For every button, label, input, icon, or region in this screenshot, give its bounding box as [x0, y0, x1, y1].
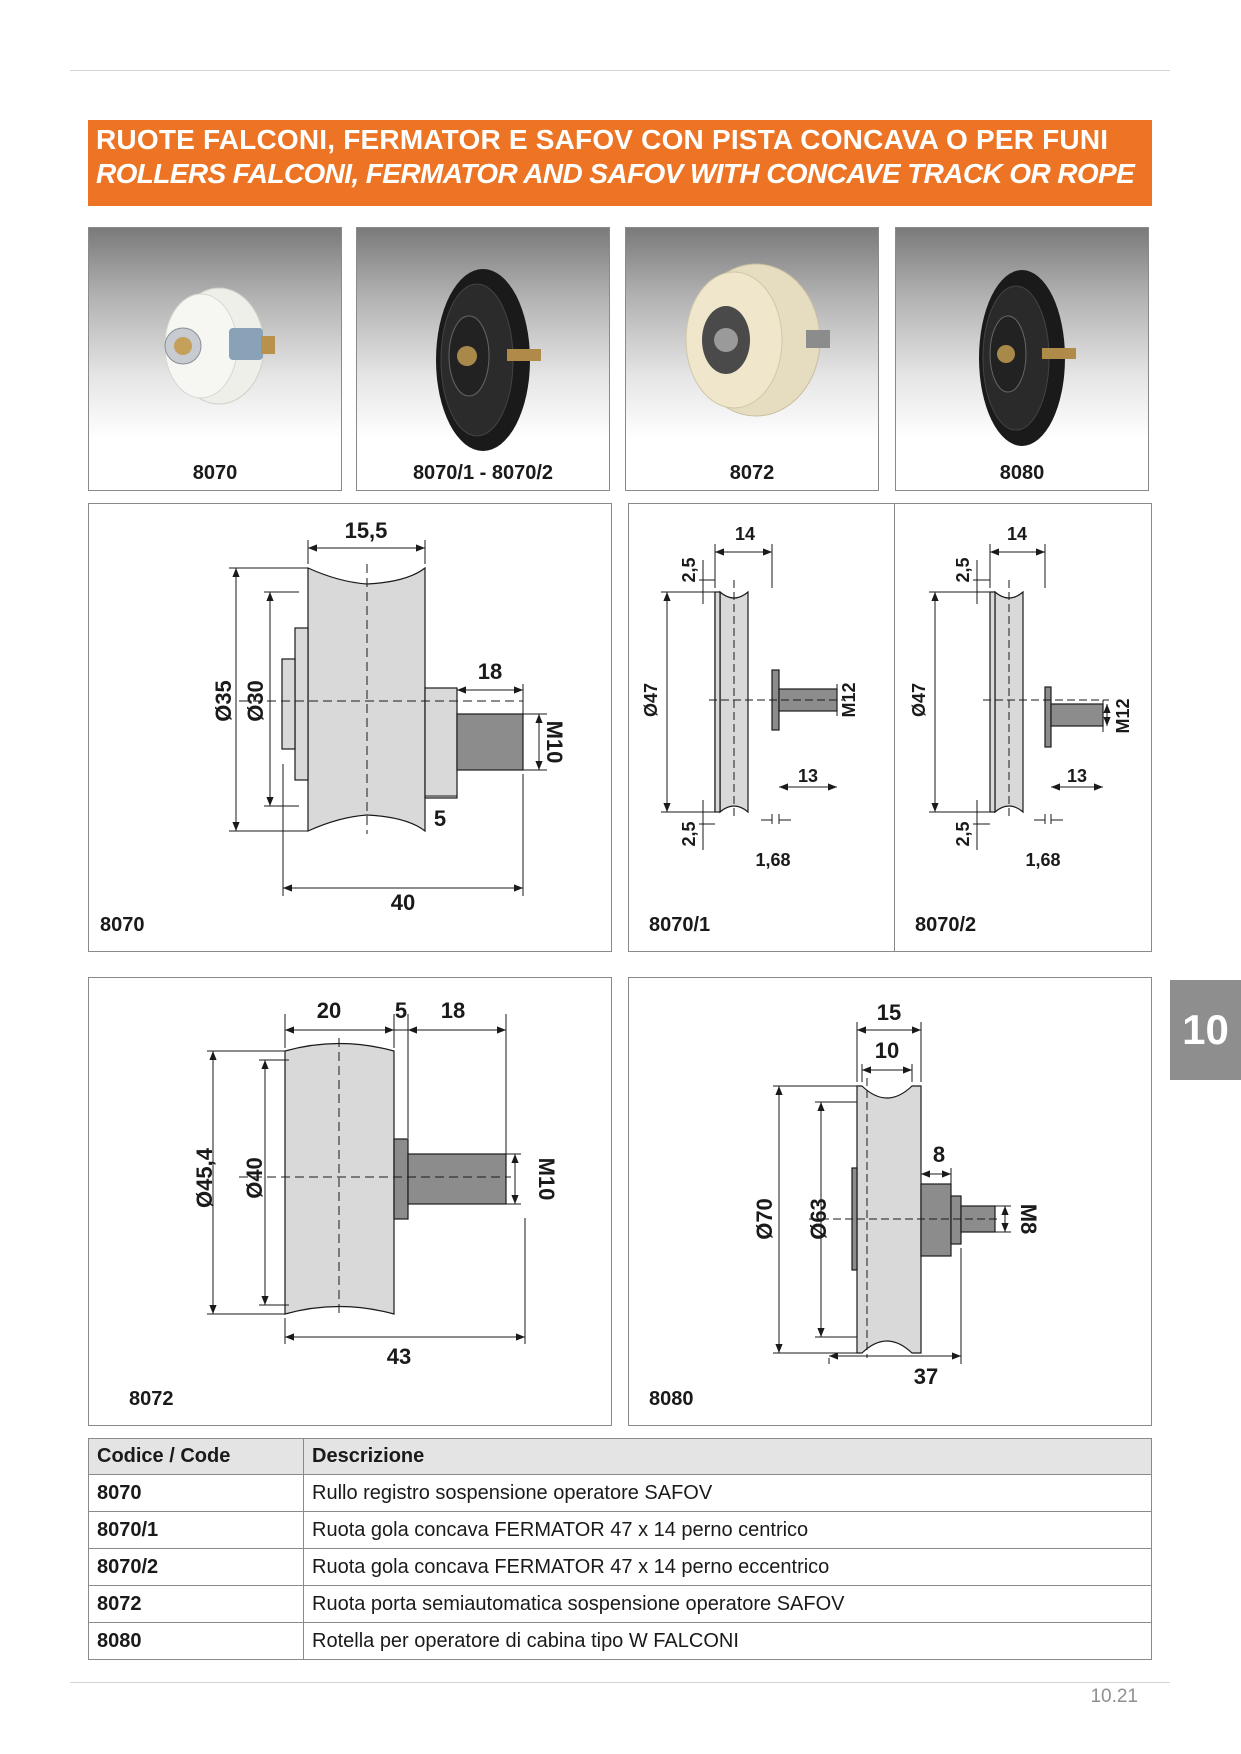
dim-lip-bottom: 2,5	[679, 821, 699, 846]
table-row: 8070/2 Ruota gola concava FERMATOR 47 x …	[88, 1548, 1152, 1586]
dim-width-outer: 15	[877, 1000, 901, 1025]
drawing-label: 8070/1	[649, 914, 711, 936]
header-desc: Descrizione	[303, 1438, 1152, 1475]
cell-desc: Rotella per operatore di cabina tipo W F…	[303, 1622, 1152, 1660]
dim-flange: 5	[395, 998, 407, 1023]
drawing-panel-8080: 15 10 8 Ø70 Ø63 M8 37 8080	[628, 977, 1152, 1426]
photo-caption: 8070/1 - 8070/2	[412, 462, 554, 484]
roller-8080-image	[979, 270, 1076, 446]
table-row: 8070/1 Ruota gola concava FERMATOR 47 x …	[88, 1511, 1152, 1549]
dim-dia-outer: Ø70	[752, 1198, 777, 1240]
cell-desc: Rullo registro sospensione operatore SAF…	[303, 1474, 1152, 1512]
technical-drawing-8080: 15 10 8 Ø70 Ø63 M8 37	[752, 1000, 1041, 1389]
section-tab: 10	[1170, 980, 1241, 1080]
technical-drawing-8070-2: 14 2,5 2,5 Ø47 M12 13 1,68	[909, 524, 1133, 870]
drawing-panel-8070-2: 14 2,5 2,5 Ø47 M12 13 1,68 8070/2	[894, 503, 1152, 952]
photo-caption: 8072	[729, 462, 775, 484]
drawing-panel-8070-1: 14 2,5 2,5 Ø47 M12 13 1,68 8070/1	[628, 503, 896, 952]
dim-lip-top: 2,5	[953, 557, 973, 582]
dim-dia-outer: Ø45,4	[192, 1147, 217, 1208]
drawing-label: 8070	[100, 914, 145, 936]
table-header-row: Codice / Code Descrizione	[88, 1438, 1152, 1475]
drawing-panel-8070: 15,5 Ø35 Ø30 18 M10 5 40 8070	[88, 503, 612, 952]
dim-dia: Ø47	[641, 683, 661, 717]
dim-lip-top: 2,5	[679, 557, 699, 582]
dim-width: 14	[1007, 524, 1027, 544]
dim-hub: 8	[933, 1142, 945, 1167]
dim-dia-inner: Ø30	[243, 680, 268, 722]
dim-total: 37	[914, 1364, 938, 1389]
cell-desc: Ruota porta semiautomatica sospensione o…	[303, 1585, 1152, 1623]
photo-caption: 8070	[192, 462, 238, 484]
dim-thread: M10	[542, 721, 567, 764]
table-row: 8072 Ruota porta semiautomatica sospensi…	[88, 1585, 1152, 1623]
table-row: 8070 Rullo registro sospensione operator…	[88, 1474, 1152, 1512]
page-number: 10.21	[1090, 1686, 1138, 1707]
drawing-label: 8080	[649, 1388, 694, 1410]
dim-thread: M10	[534, 1158, 559, 1201]
dim-width: 15,5	[345, 518, 388, 543]
roller-8070-1-image	[436, 269, 541, 451]
dim-dia-inner: Ø63	[806, 1198, 831, 1240]
dim-dia: Ø47	[909, 683, 929, 717]
title-banner: RUOTE FALCONI, FERMATOR E SAFOV CON PIST…	[88, 120, 1152, 206]
cell-code: 8070/1	[88, 1511, 304, 1549]
title-italian: RUOTE FALCONI, FERMATOR E SAFOV CON PIST…	[96, 124, 1109, 155]
dim-flange: 5	[434, 806, 446, 831]
photo-8070-1-2: 8070/1 - 8070/2	[356, 227, 610, 491]
dim-thread: M12	[1113, 698, 1133, 733]
dim-lip-bottom: 2,5	[953, 821, 973, 846]
drawing-label: 8070/2	[915, 914, 977, 936]
dim-offset: 1,68	[755, 850, 790, 870]
cell-desc: Ruota gola concava FERMATOR 47 x 14 pern…	[303, 1548, 1152, 1586]
roller-8072-image	[685, 263, 830, 417]
technical-drawing-8070: 15,5 Ø35 Ø30 18 M10 5 40	[211, 518, 567, 915]
bottom-rule	[70, 1682, 1170, 1683]
product-table: Codice / Code Descrizione 8070 Rullo reg…	[88, 1438, 1152, 1660]
dim-offset: 1,68	[1025, 850, 1060, 870]
cell-code: 8072	[88, 1585, 304, 1623]
photo-caption: 8080	[999, 462, 1045, 484]
dim-shaft: 18	[478, 659, 502, 684]
drawing-panel-8072: 20 5 18 Ø45,4 Ø40 M10 43 8072	[88, 977, 612, 1426]
dim-shaft: 13	[1067, 766, 1087, 786]
dim-total: 43	[387, 1344, 411, 1369]
cell-code: 8080	[88, 1622, 304, 1660]
dim-thread: M8	[1016, 1204, 1041, 1235]
top-rule	[70, 70, 1170, 71]
cell-code: 8070/2	[88, 1548, 304, 1586]
technical-drawing-8070-1: 14 2,5 2,5 Ø47 M12 13 1,68	[641, 524, 859, 870]
cell-desc: Ruota gola concava FERMATOR 47 x 14 pern…	[303, 1511, 1152, 1549]
photo-8072: 8072	[625, 227, 879, 491]
drawing-label: 8072	[129, 1388, 174, 1410]
dim-width: 14	[735, 524, 755, 544]
roller-8070-image	[164, 287, 275, 405]
dim-width-inner: 10	[875, 1038, 899, 1063]
dim-thread: M12	[839, 682, 859, 717]
dim-dia-outer: Ø35	[211, 680, 236, 722]
dim-total: 40	[391, 890, 415, 915]
cell-code: 8070	[88, 1474, 304, 1512]
dim-shaft: 18	[441, 998, 465, 1023]
table-row: 8080 Rotella per operatore di cabina tip…	[88, 1622, 1152, 1660]
dim-shaft: 13	[798, 766, 818, 786]
technical-drawing-8072: 20 5 18 Ø45,4 Ø40 M10 43	[192, 998, 559, 1369]
title-english: ROLLERS FALCONI, FERMATOR AND SAFOV WITH…	[96, 158, 1135, 189]
dim-dia-inner: Ø40	[242, 1157, 267, 1199]
header-code: Codice / Code	[88, 1438, 304, 1475]
photo-8070: 8070	[88, 227, 342, 491]
photo-8080: 8080	[895, 227, 1149, 491]
dim-width: 20	[317, 998, 341, 1023]
